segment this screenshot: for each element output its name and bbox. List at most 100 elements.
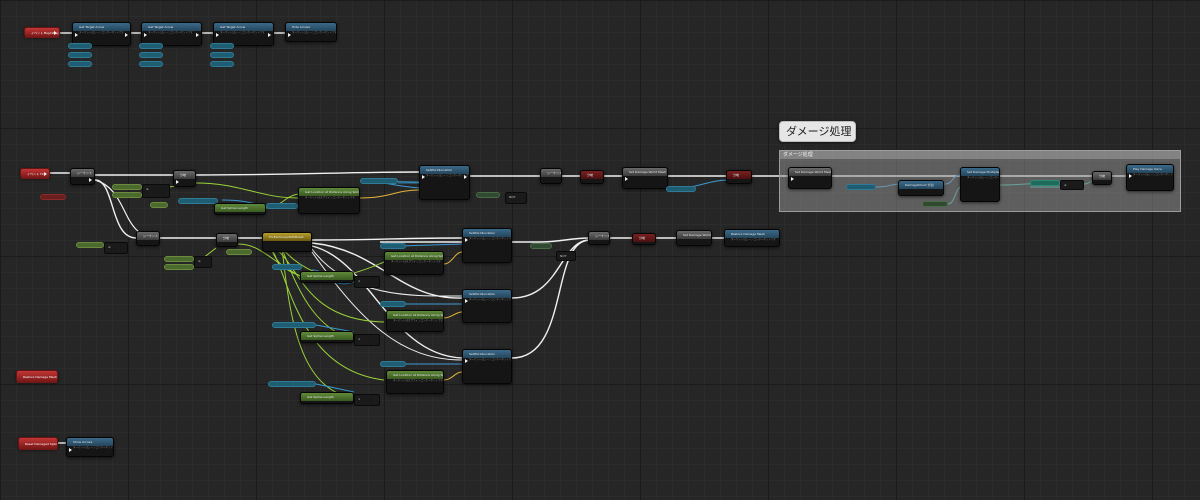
sequence-node-right[interactable]: シーケンス bbox=[588, 231, 610, 245]
teal-variable[interactable] bbox=[1030, 180, 1060, 186]
spline-variable[interactable] bbox=[268, 381, 316, 387]
compare-node-mid[interactable]: ≤ bbox=[104, 242, 128, 254]
bool-variable[interactable] bbox=[476, 192, 500, 198]
branch-node-c[interactable]: 分岐 bbox=[1092, 171, 1112, 185]
exec-in-pin[interactable] bbox=[422, 175, 425, 179]
get-location-node-mid-1[interactable]: Get Location at Distance Along Spline ター… bbox=[384, 251, 444, 275]
set-world-location-node-top[interactable]: SetWorldLocation ターゲットはシーンコンポーネントです bbox=[419, 165, 470, 200]
branch-node-right[interactable]: 分岐 bbox=[632, 233, 656, 245]
float-variable[interactable] bbox=[76, 242, 104, 248]
object-variable[interactable] bbox=[846, 184, 876, 190]
float-variable[interactable] bbox=[40, 194, 66, 200]
exec-out-pin[interactable] bbox=[125, 33, 128, 37]
compare-node-mid-2[interactable]: ≤ bbox=[194, 256, 212, 268]
set-world-location-node-mid-1[interactable]: SetWorldLocation ターゲットはシーンコンポーネントです bbox=[462, 228, 512, 263]
get-target-arrow-node-3[interactable]: Get Target Arrow ターゲットはシーンコンポーネントです bbox=[213, 22, 274, 46]
exec-in-pin[interactable] bbox=[465, 359, 468, 363]
branch-node-top-2[interactable]: 分岐 bbox=[580, 170, 604, 184]
get-spline-length-node-3[interactable]: Get Spline Length bbox=[300, 392, 354, 404]
object-variable[interactable] bbox=[380, 361, 406, 367]
get-target-arrow-node-1[interactable]: Get Target Arrow ターゲットはシーンコンポーネントです bbox=[72, 22, 131, 46]
multiply-node-2[interactable]: × bbox=[354, 334, 380, 346]
float-variable[interactable] bbox=[164, 256, 194, 262]
exec-out-pin[interactable] bbox=[464, 175, 467, 179]
object-variable[interactable] bbox=[380, 243, 406, 249]
sequence-node-top[interactable]: シーケンス bbox=[70, 168, 95, 185]
show-arrows-node[interactable]: Show Arrows ターゲットはシーンコンポーネントです bbox=[66, 437, 114, 457]
struct-variable[interactable] bbox=[922, 201, 948, 207]
arrow-variable[interactable] bbox=[68, 43, 92, 49]
exec-in-pin[interactable] bbox=[288, 33, 291, 37]
custom-event-reset-node[interactable]: Reset Damaged Spline bbox=[18, 437, 58, 450]
not-node-2[interactable]: NOT bbox=[556, 251, 576, 261]
branch-node-top-3[interactable]: 分岐 bbox=[726, 170, 752, 184]
set-world-location-node-mid-3[interactable]: SetWorldLocation ターゲットはシーンコンポーネントです bbox=[462, 349, 512, 384]
spline-variable[interactable] bbox=[178, 198, 218, 204]
multiply-node-3[interactable]: × bbox=[354, 394, 380, 406]
arrow-variable[interactable] bbox=[139, 52, 163, 58]
set-damage-world-mesh-node-3[interactable]: Set Damage World Mesh bbox=[676, 230, 712, 246]
multiply-node-1[interactable]: × bbox=[354, 276, 380, 288]
object-variable[interactable] bbox=[380, 301, 406, 307]
arrow-variable[interactable] bbox=[139, 61, 163, 67]
compare-node-2[interactable]: ≥ bbox=[1060, 180, 1084, 190]
exec-in-pin[interactable] bbox=[176, 180, 179, 184]
set-damage-world-mesh-node-2[interactable]: Set Damage World Mesh bbox=[788, 167, 832, 189]
float-variable[interactable] bbox=[112, 184, 142, 190]
sequence-node-mid[interactable]: シーケンス bbox=[136, 231, 160, 246]
exec-in-pin[interactable] bbox=[144, 33, 147, 37]
event-tick-node[interactable]: イベント Tick bbox=[20, 168, 50, 179]
branch-node-top[interactable]: 分岐 bbox=[173, 170, 196, 187]
comment-bubble[interactable]: ダメージ処理 bbox=[779, 121, 856, 142]
object-variable[interactable] bbox=[360, 178, 398, 184]
arrow-variable[interactable] bbox=[210, 52, 234, 58]
set-world-location-node-mid-2[interactable]: SetWorldLocation ターゲットはシーンコンポーネントです bbox=[462, 289, 512, 323]
float-variable[interactable] bbox=[226, 249, 252, 255]
object-variable[interactable] bbox=[266, 203, 298, 209]
custom-event-restore-node[interactable]: Restore Damage Mesh bbox=[16, 370, 58, 383]
spline-variable[interactable] bbox=[272, 264, 302, 270]
restore-damage-mesh-node[interactable]: Restore Damage Mesh ターゲットはシーンコンポーネントです bbox=[724, 229, 780, 247]
play-damage-voice-node[interactable]: Play Damage Voice ターゲットはシーンコンポーネントです bbox=[1126, 164, 1174, 191]
get-location-node-top[interactable]: Get Location at Distance Along Spline ター… bbox=[298, 187, 360, 214]
sequence-node-2[interactable]: シーケンス bbox=[540, 168, 562, 184]
exec-out-pin[interactable] bbox=[89, 178, 92, 182]
get-spline-length-node-1[interactable]: Get Spline Length bbox=[300, 271, 354, 283]
float-variable[interactable] bbox=[150, 202, 168, 208]
damage-struct-split-node[interactable]: DamageStruct 分割 bbox=[898, 180, 944, 196]
arrow-variable[interactable] bbox=[139, 43, 163, 49]
arrow-variable[interactable] bbox=[68, 61, 92, 67]
not-node[interactable]: NOT bbox=[505, 192, 527, 204]
exec-in-pin[interactable] bbox=[216, 33, 219, 37]
exec-out-pin[interactable] bbox=[54, 31, 57, 35]
arrow-variable[interactable] bbox=[210, 61, 234, 67]
compare-node[interactable]: ≤ bbox=[142, 184, 170, 198]
event-begin-play-node[interactable]: イベント BeginPlay bbox=[24, 27, 60, 38]
object-variable[interactable] bbox=[666, 186, 696, 192]
exec-out-pin[interactable] bbox=[196, 33, 199, 37]
get-target-arrow-node-2[interactable]: Get Target Arrow ターゲットはシーンコンポーネントです bbox=[141, 22, 202, 46]
spline-variable[interactable] bbox=[272, 322, 316, 328]
exec-out-pin[interactable] bbox=[268, 33, 271, 37]
get-spline-length-node-top[interactable]: Get Spline Length bbox=[214, 203, 266, 215]
get-location-node-mid-3[interactable]: Get Location at Distance Along Spline ター… bbox=[386, 370, 444, 394]
get-location-node-mid-2[interactable]: Get Location at Distance Along Spline ター… bbox=[386, 310, 444, 332]
exec-in-pin[interactable] bbox=[69, 448, 72, 452]
exec-in-pin[interactable] bbox=[1129, 174, 1132, 178]
exec-in-pin[interactable] bbox=[625, 177, 628, 181]
float-variable[interactable] bbox=[164, 264, 194, 270]
exec-in-pin[interactable] bbox=[465, 238, 468, 242]
get-spline-length-node-2[interactable]: Get Spline Length bbox=[300, 331, 354, 343]
exec-in-pin[interactable] bbox=[791, 177, 794, 181]
float-variable[interactable] bbox=[112, 192, 142, 198]
exec-in-pin[interactable] bbox=[465, 299, 468, 303]
branch-node-mid[interactable]: 分岐 bbox=[216, 233, 238, 247]
set-damage-world-mesh-node[interactable]: Set Damage World Mesh bbox=[622, 167, 668, 189]
exec-in-pin[interactable] bbox=[75, 33, 78, 37]
set-damage-multiply-node[interactable]: Set Damage Multiplier ターゲットはシーンコンポーネントです bbox=[960, 167, 1000, 202]
exec-out-pin[interactable] bbox=[44, 172, 47, 176]
hide-arrows-node[interactable]: Hide Arrows ターゲットはシーンコンポーネントです bbox=[285, 22, 337, 42]
bool-variable[interactable] bbox=[530, 243, 552, 249]
arrow-variable[interactable] bbox=[68, 52, 92, 58]
